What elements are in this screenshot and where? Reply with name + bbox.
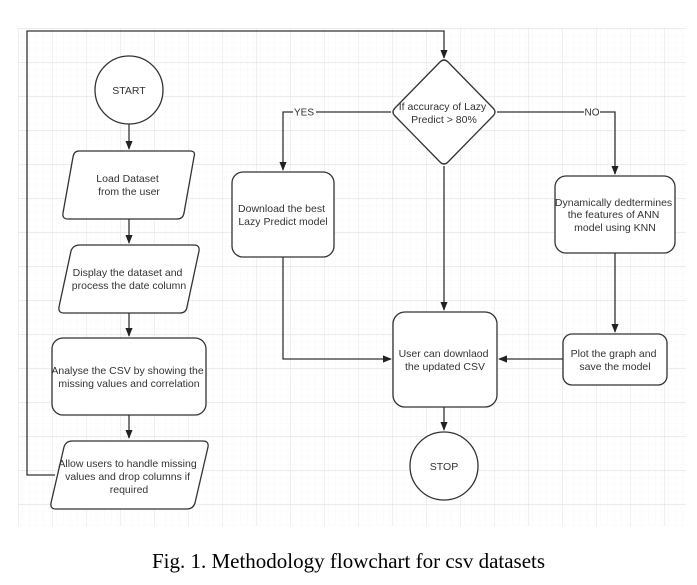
- download-best-node[interactable]: [231, 171, 335, 258]
- figure-caption: Fig. 1. Methodology flowchart for csv da…: [151, 549, 546, 573]
- edges: [26, 30, 615, 476]
- decision-label: If accuracy of Lazy Predict > 80%: [399, 101, 489, 126]
- ann-knn-label: Dynamically dedtermines the features of …: [555, 197, 675, 234]
- analyse-csv-node[interactable]: [51, 337, 207, 416]
- edge-label-yes: YES: [294, 108, 314, 119]
- display-dataset-node[interactable]: [58, 244, 200, 314]
- allow-users-label: Allow users to handle missing values and…: [58, 458, 199, 496]
- load-dataset-node[interactable]: [62, 150, 196, 220]
- stop-label: STOP: [430, 461, 458, 473]
- plot-graph-label: Plot the graph and save the model: [571, 348, 660, 373]
- display-dataset-label: Display the dataset and process the date…: [72, 267, 187, 292]
- start-label: START: [112, 85, 146, 97]
- decision-node[interactable]: [392, 59, 496, 165]
- start-node[interactable]: [94, 55, 164, 125]
- download-best-label: Download the best Lazy Predict model: [238, 203, 328, 228]
- edge-download-best-to-user-download: [282, 257, 392, 363]
- edge-decision-yes: [283, 111, 391, 170]
- edge-label-no: NO: [585, 108, 600, 119]
- edge-allow-loop-to-decision: [26, 30, 448, 476]
- ann-knn-node[interactable]: [554, 175, 676, 254]
- edge-decision-no: [497, 111, 615, 174]
- load-dataset-label: Load Dataset from the user: [96, 173, 161, 198]
- plot-graph-node[interactable]: [562, 333, 668, 386]
- user-download-node[interactable]: [392, 311, 498, 408]
- analyse-csv-label: Analyse the CSV by showing the missing v…: [51, 365, 206, 390]
- stop-node[interactable]: [409, 431, 479, 501]
- user-download-label: User can downlaod the updated CSV: [399, 348, 492, 373]
- allow-users-node[interactable]: [50, 440, 209, 510]
